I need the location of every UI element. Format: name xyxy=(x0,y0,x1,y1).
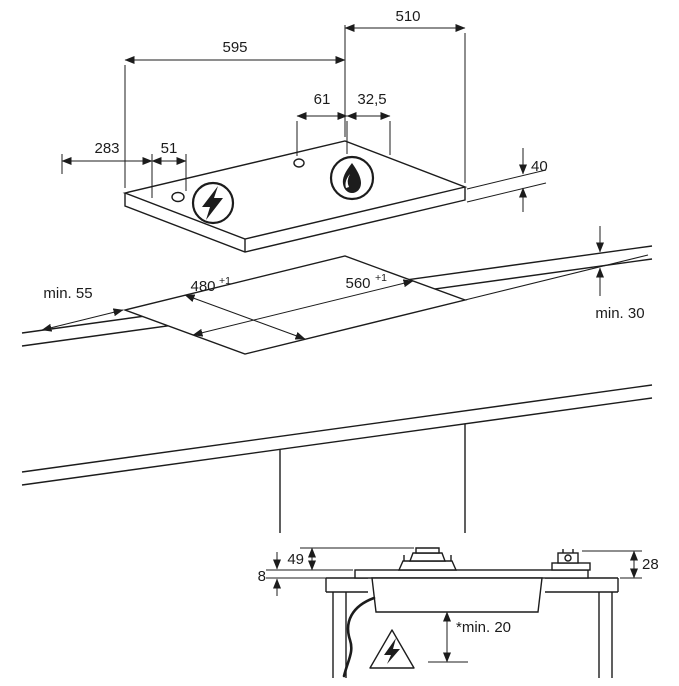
dim-8-label: 8 xyxy=(258,568,266,585)
dim-rear-clearance: min. 30 xyxy=(464,226,649,322)
section-view: 49 8 28 *min. 20 xyxy=(258,547,659,678)
electric-connection-icon xyxy=(191,181,235,225)
dim-595-label: 595 xyxy=(222,39,247,56)
dim-28-label: 28 xyxy=(642,556,659,573)
cabinet-wall-left xyxy=(332,592,347,678)
dim-burner-offset-left: 61 xyxy=(296,91,348,156)
min-55-label: min. 55 xyxy=(43,285,92,302)
dim-rear-fitting-height: 28 xyxy=(582,550,659,579)
electric-warning-icon xyxy=(369,629,415,669)
dim-glass-thickness: 8 xyxy=(258,552,353,596)
dim-cutout-width-tolerance: +1 xyxy=(375,272,387,284)
worktop-front-edge-line xyxy=(21,384,653,473)
dim-40-label: 40 xyxy=(531,158,548,175)
dim-cutout-width: 560 +1 xyxy=(192,272,414,337)
dim-front-clearance: min. 55 xyxy=(41,285,124,332)
dim-under-clearance: *min. 20 xyxy=(428,611,511,663)
hob-glass-section xyxy=(354,569,589,579)
dim-51-label: 51 xyxy=(161,140,178,157)
hob-front-faces xyxy=(124,187,466,253)
worktop-front-edge-line-2 xyxy=(21,397,653,486)
hob-housing-section xyxy=(371,577,543,613)
dim-49-label: 49 xyxy=(287,551,304,568)
mains-cable xyxy=(342,596,376,678)
igniter-mark-left xyxy=(171,191,185,203)
dim-hob-height: 40 xyxy=(466,148,548,212)
dim-cutout-width-label: 560 xyxy=(345,275,370,292)
rear-fitting-section xyxy=(551,549,591,571)
cabinet-wall-right xyxy=(598,592,613,678)
dim-knob-offset: 51 xyxy=(151,140,187,191)
worktop-section-right xyxy=(545,577,619,593)
gas-burner-icon xyxy=(329,155,375,201)
dim-283-label: 283 xyxy=(94,140,119,157)
cutout-view: 480 +1 560 +1 min. 55 min. 30 xyxy=(21,226,653,533)
dim-hob-depth: 510 xyxy=(344,8,466,183)
burner-section xyxy=(397,547,458,571)
dim-510-label: 510 xyxy=(395,8,420,25)
dim-burner-offset-right: 32,5 xyxy=(346,91,391,155)
dim-cutout-depth-label: 480 xyxy=(190,278,215,295)
dim-burner-height: 49 xyxy=(266,547,414,571)
dim-cutout-depth-tolerance: +1 xyxy=(219,275,231,287)
worktop-section-left xyxy=(325,577,368,593)
top-view: 595 510 61 32,5 283 xyxy=(61,8,548,253)
min-30-label: min. 30 xyxy=(595,305,644,322)
igniter-mark-center xyxy=(293,158,305,168)
worktop-cutout xyxy=(122,255,468,355)
dim-32-5-label: 32,5 xyxy=(357,91,386,108)
min-20-label: *min. 20 xyxy=(456,619,511,636)
dim-61-label: 61 xyxy=(314,91,331,108)
